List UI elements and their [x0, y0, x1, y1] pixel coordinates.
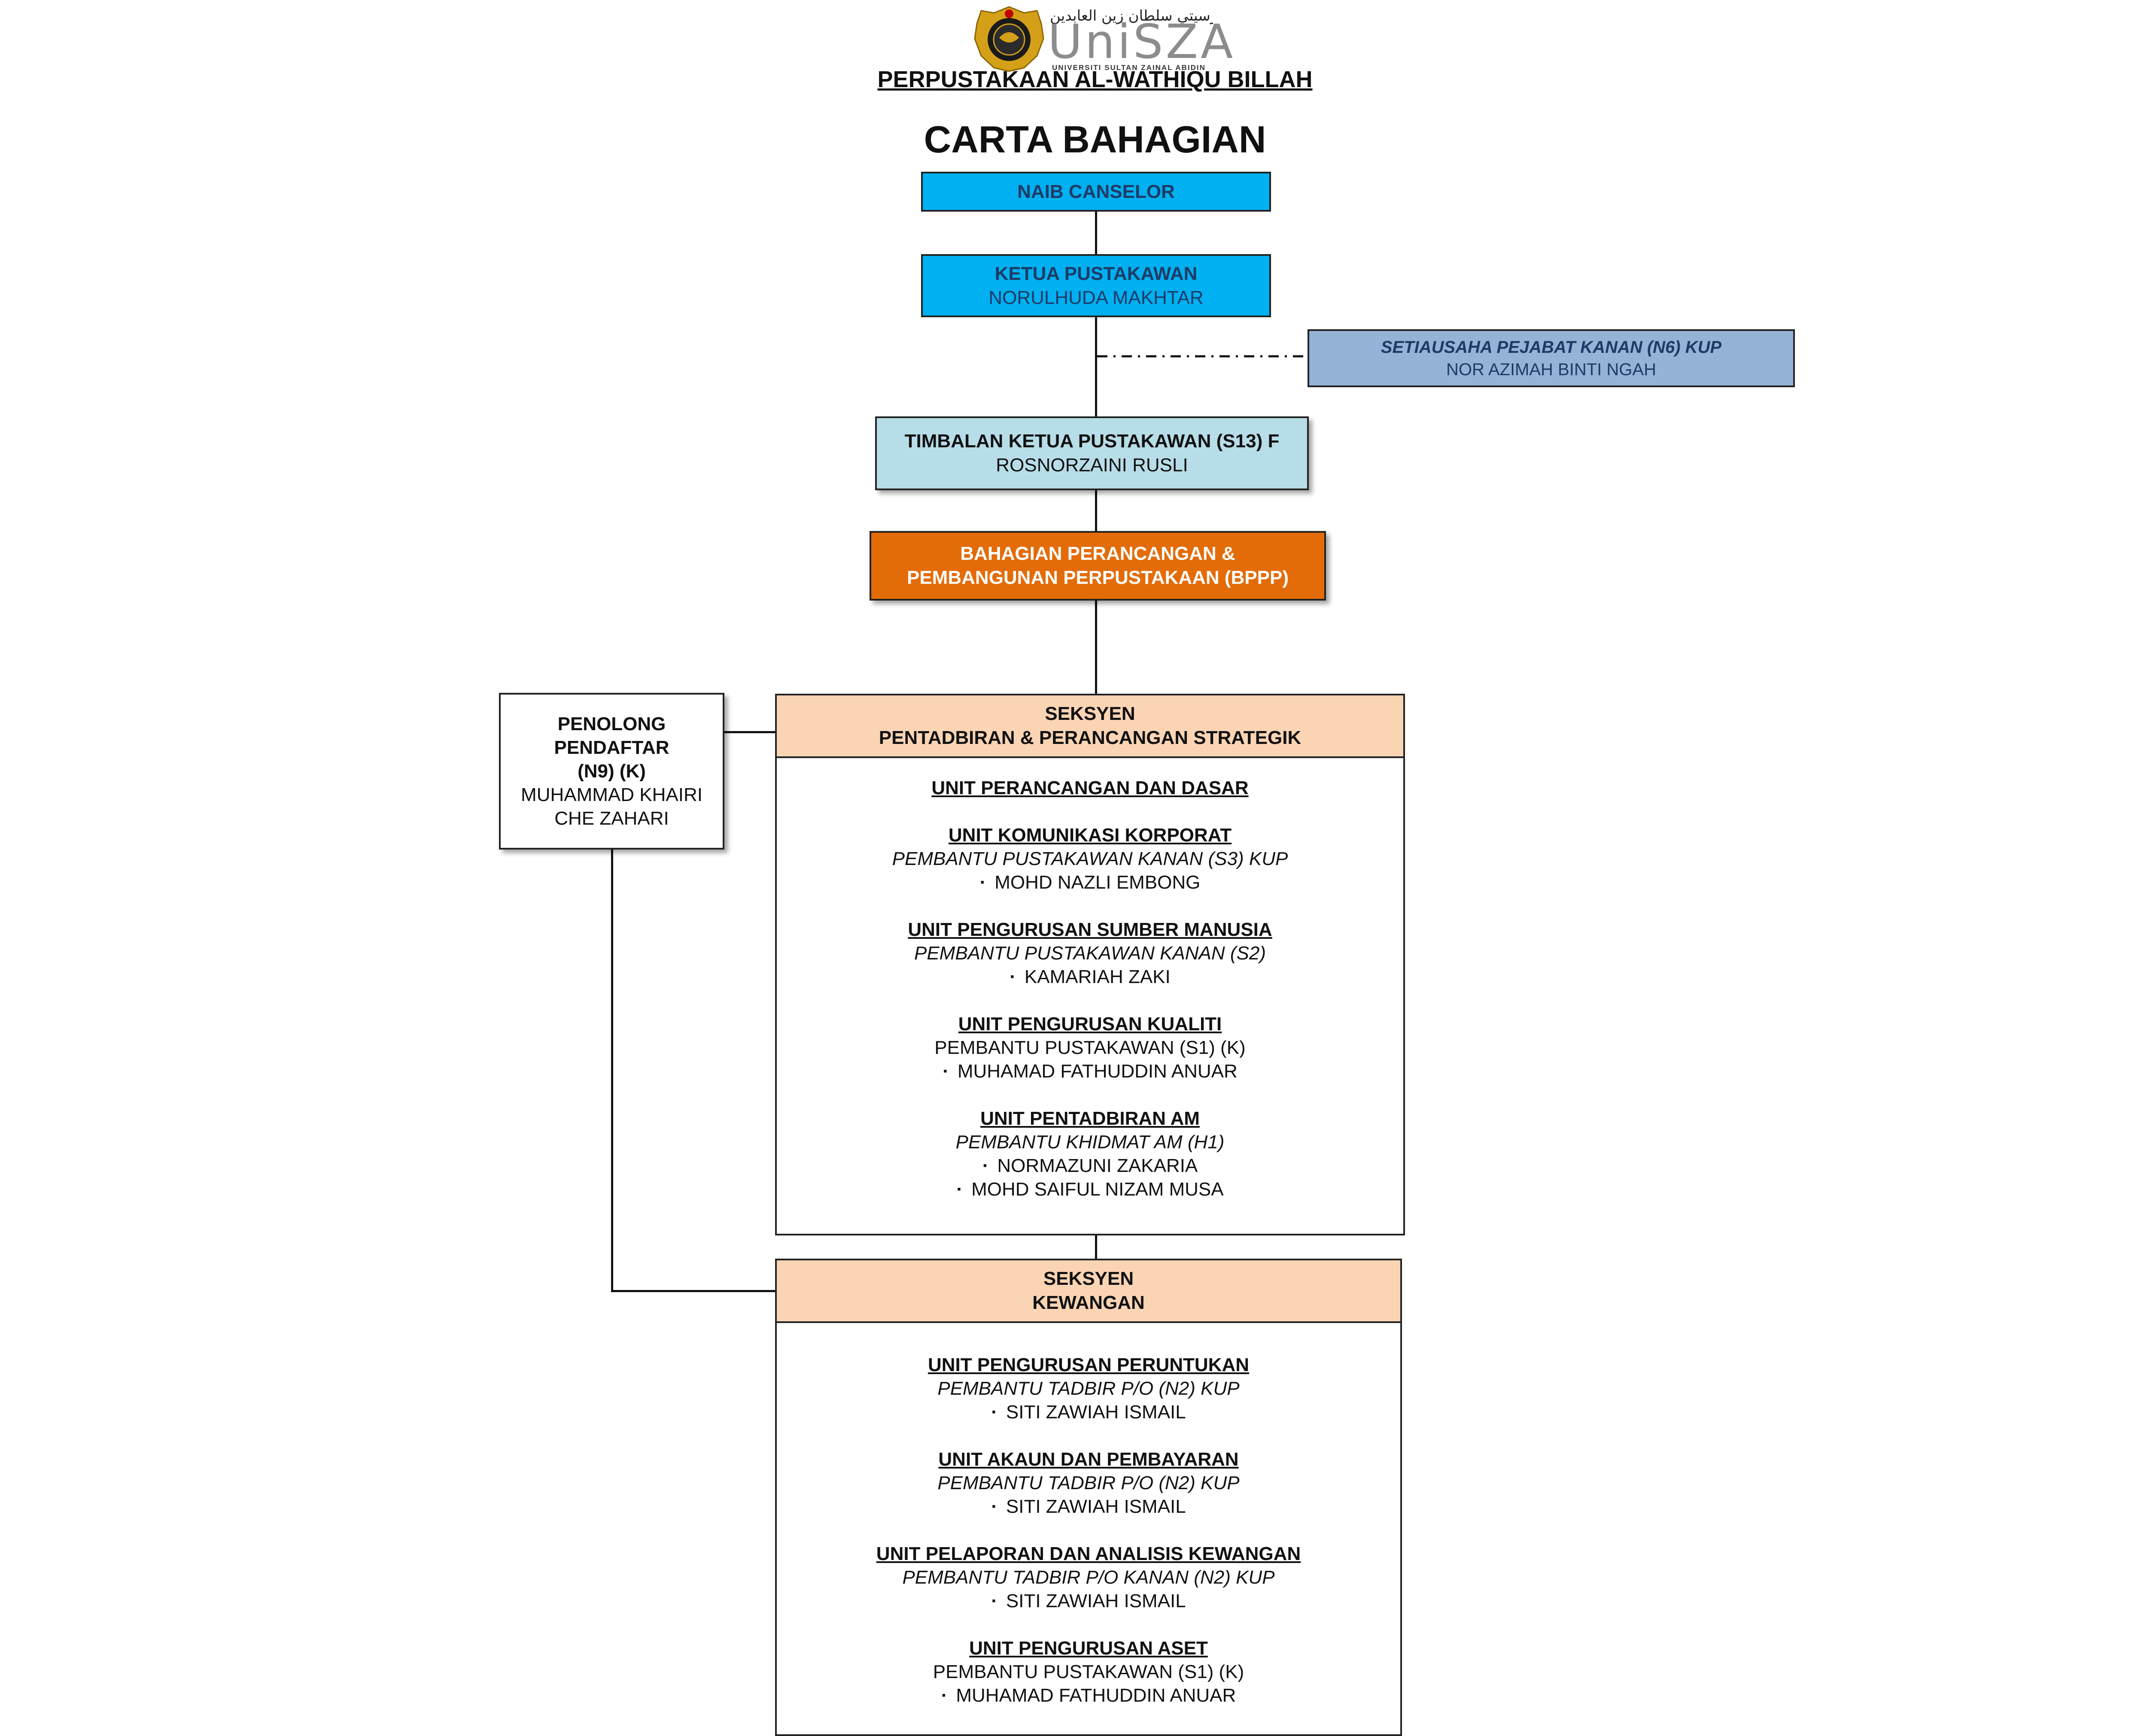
pentadbiran-heading2: PENTADBIRAN & PERANCANGAN STRATEGIK — [879, 727, 1302, 748]
connector-ketua-timbalan — [1095, 316, 1097, 416]
unit-title: UNIT PERANCANGAN DAN DASAR — [931, 777, 1249, 798]
naib-canselor-title: NAIB CANSELOR — [1017, 181, 1175, 202]
page-title: CARTA BAHAGIAN — [924, 118, 1266, 161]
penolong-line3: (N9) (K) — [578, 761, 646, 782]
unit-person: MOHD SAIFUL NIZAM MUSA — [777, 1178, 1403, 1201]
unit-title: UNIT AKAUN DAN PEMBAYARAN — [938, 1449, 1239, 1470]
pentadbiran-heading1: SEKSYEN — [1045, 703, 1135, 724]
unit-person: SITI ZAWIAH ISMAIL — [777, 1495, 1400, 1518]
unit-title: UNIT PENTADBIRAN AM — [980, 1108, 1200, 1129]
library-name: PERPUSTAKAAN AL-WATHIQU BILLAH — [877, 67, 1313, 92]
crest-icon — [974, 6, 1044, 72]
logo-subtitle: UNIVERSITI SULTAN ZAINAL ABIDIN — [1052, 64, 1206, 72]
penolong-line1: PENOLONG — [557, 713, 666, 734]
connector-naib-ketua — [1095, 210, 1097, 255]
penolong-name2: CHE ZAHARI — [554, 808, 669, 829]
penolong-name1: MUHAMMAD KHAIRI — [521, 784, 702, 805]
box-ketua-pustakawan: KETUA PUSTAKAWAN NORULHUDA MAKHTAR — [921, 254, 1271, 317]
dashed-connector-setiausaha — [1097, 355, 1308, 358]
unit-person: MUHAMAD FATHUDDIN ANUAR — [777, 1684, 1400, 1707]
kewangan-unit-list: UNIT PENGURUSAN PERUNTUKAN PEMBANTU TADB… — [777, 1323, 1400, 1707]
logo-arabic-text: يونيۏرسيتي سلطان زين العابدين — [1050, 7, 1213, 24]
unit-role: PEMBANTU PUSTAKAWAN KANAN (S2) — [914, 943, 1266, 964]
unit-role: PEMBANTU TADBIR P/O (N2) KUP — [937, 1472, 1240, 1493]
connector-pentadbiran-kewangan — [1095, 1234, 1097, 1260]
connector-penolong-down — [611, 848, 613, 1292]
pentadbiran-header: SEKSYEN PENTADBIRAN & PERANCANGAN STRATE… — [777, 695, 1403, 758]
unit-person: MUHAMAD FATHUDDIN ANUAR — [777, 1059, 1403, 1083]
unit-role: PEMBANTU KHIDMAT AM (H1) — [955, 1132, 1225, 1153]
setiausaha-title: SETIAUSAHA PEJABAT KANAN (N6) KUP — [1381, 337, 1722, 357]
unit-role: PEMBANTU PUSTAKAWAN (S1) (K) — [933, 1661, 1244, 1682]
unit-title: UNIT PENGURUSAN PERUNTUKAN — [928, 1354, 1250, 1375]
logo: يونيۏرسيتي سلطان زين العابدين UniSZA UNI… — [970, 2, 1236, 75]
bppp-line1: BAHAGIAN PERANCANGAN & — [960, 543, 1235, 564]
unit-title: UNIT PELAPORAN DAN ANALISIS KEWANGAN — [876, 1543, 1301, 1564]
logo-wordmark: UniSZA — [1048, 14, 1236, 69]
unit-title: UNIT PENGURUSAN KUALITI — [958, 1014, 1222, 1035]
unit-role: PEMBANTU TADBIR P/O (N2) KUP — [937, 1378, 1240, 1399]
unit-person: SITI ZAWIAH ISMAIL — [777, 1589, 1400, 1613]
unit-title: UNIT PENGURUSAN SUMBER MANUSIA — [908, 919, 1272, 940]
box-penolong-pendaftar: PENOLONG PENDAFTAR (N9) (K) MUHAMMAD KHA… — [499, 693, 724, 850]
kewangan-heading2: KEWANGAN — [1032, 1292, 1145, 1313]
box-setiausaha: SETIAUSAHA PEJABAT KANAN (N6) KUP NOR AZ… — [1308, 329, 1795, 387]
section-kewangan: SEKSYEN KEWANGAN UNIT PENGURUSAN PERUNTU… — [775, 1259, 1402, 1736]
box-timbalan: TIMBALAN KETUA PUSTAKAWAN (S13) F ROSNOR… — [875, 416, 1309, 490]
unit-person: NORMAZUNI ZAKARIA — [777, 1154, 1403, 1178]
unit-role: PEMBANTU PUSTAKAWAN KANAN (S3) KUP — [892, 848, 1288, 869]
connector-penolong-pentadbiran — [724, 731, 777, 733]
timbalan-name: ROSNORZAINI RUSLI — [996, 455, 1188, 476]
ketua-pustakawan-name: NORULHUDA MAKHTAR — [988, 287, 1204, 308]
connector-penolong-kewangan — [611, 1290, 777, 1292]
ketua-pustakawan-title: KETUA PUSTAKAWAN — [994, 263, 1198, 284]
unit-person: SITI ZAWIAH ISMAIL — [777, 1400, 1400, 1424]
kewangan-header: SEKSYEN KEWANGAN — [777, 1260, 1400, 1323]
penolong-line2: PENDAFTAR — [554, 737, 669, 758]
timbalan-title: TIMBALAN KETUA PUSTAKAWAN (S13) F — [904, 431, 1280, 452]
box-bppp: BAHAGIAN PERANCANGAN & PEMBANGUNAN PERPU… — [870, 531, 1326, 601]
box-naib-canselor: NAIB CANSELOR — [921, 172, 1271, 212]
unit-person: KAMARIAH ZAKI — [777, 965, 1403, 989]
connector-timbalan-bppp — [1095, 489, 1097, 532]
unit-role: PEMBANTU PUSTAKAWAN (S1) (K) — [934, 1037, 1246, 1058]
unit-title: UNIT KOMUNIKASI KORPORAT — [948, 825, 1232, 846]
pentadbiran-unit-list: UNIT PERANCANGAN DAN DASAR UNIT KOMUNIKA… — [777, 758, 1403, 1201]
bppp-line2: PEMBANGUNAN PERPUSTAKAAN (BPPP) — [906, 567, 1289, 588]
unit-title: UNIT PENGURUSAN ASET — [969, 1638, 1208, 1659]
kewangan-heading1: SEKSYEN — [1043, 1268, 1134, 1289]
section-pentadbiran: SEKSYEN PENTADBIRAN & PERANCANGAN STRATE… — [775, 694, 1405, 1235]
unit-role: PEMBANTU TADBIR P/O KANAN (N2) KUP — [902, 1567, 1275, 1588]
unit-person: MOHD NAZLI EMBONG — [777, 871, 1403, 894]
connector-bppp-pentadbiran — [1095, 599, 1097, 695]
setiausaha-name: NOR AZIMAH BINTI NGAH — [1446, 360, 1656, 379]
